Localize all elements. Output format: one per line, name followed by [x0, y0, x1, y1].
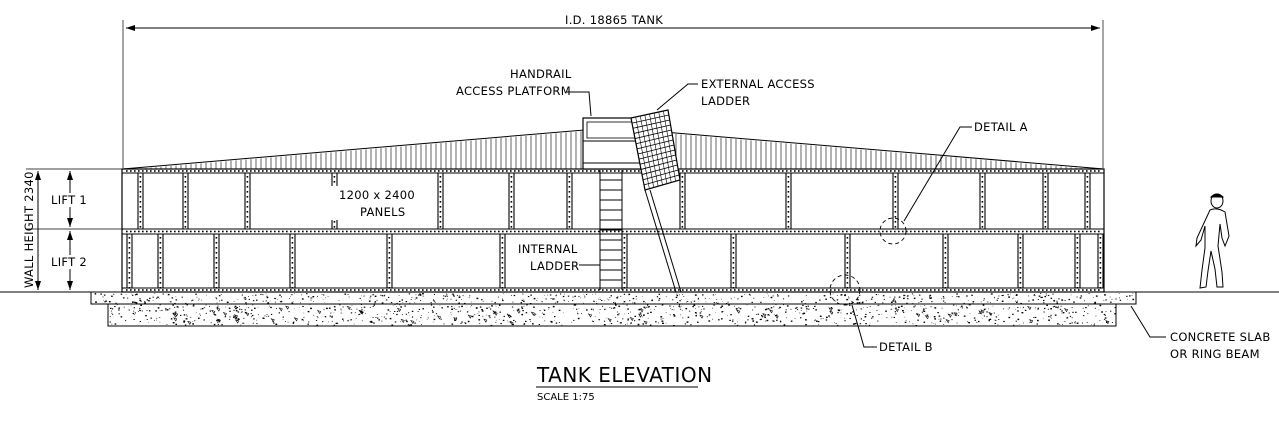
overall-dimension: I.D. 18865 TANK [122, 13, 1104, 168]
concrete-slab [90, 291, 1137, 327]
drawing-scale: SCALE 1:75 [537, 392, 595, 403]
panels-label-2: PANELS [360, 205, 405, 219]
human-figure [1195, 193, 1230, 289]
internal-ladder-label-1: INTERNAL [518, 242, 578, 256]
handrail-access-platform [582, 117, 642, 170]
detail-a-label: DETAIL A [974, 120, 1028, 134]
external-access-ladder [630, 109, 682, 293]
external-ladder-label-1: EXTERNAL ACCESS [701, 77, 815, 91]
detail-a-circle [879, 217, 907, 245]
wall-height-dimension: WALL HEIGHT 2340 LIFT 1 LIFT 2 [22, 168, 122, 293]
detail-b-circle [829, 274, 861, 306]
drawing-title: TANK ELEVATION [536, 363, 713, 387]
internal-ladder-label-2: LADDER [530, 259, 579, 273]
wall-height-label: WALL HEIGHT 2340 [22, 171, 36, 288]
detail-b-label: DETAIL B [879, 340, 933, 354]
dimension-label: I.D. 18865 TANK [565, 13, 663, 27]
concrete-slab-label-1: CONCRETE SLAB [1170, 330, 1271, 344]
leader-lines [567, 83, 1166, 348]
lift-1-label: LIFT 1 [51, 193, 87, 207]
access-platform-label: ACCESS PLATFORM [456, 84, 571, 98]
tank-wall [121, 168, 1105, 293]
handrail-label: HANDRAIL [510, 67, 572, 81]
external-ladder-label-2: LADDER [701, 94, 750, 108]
lift-2-label: LIFT 2 [51, 255, 87, 269]
internal-ladder [599, 170, 623, 290]
concrete-slab-label-2: OR RING BEAM [1170, 347, 1260, 361]
panels-label-1: 1200 x 2400 [339, 188, 415, 202]
